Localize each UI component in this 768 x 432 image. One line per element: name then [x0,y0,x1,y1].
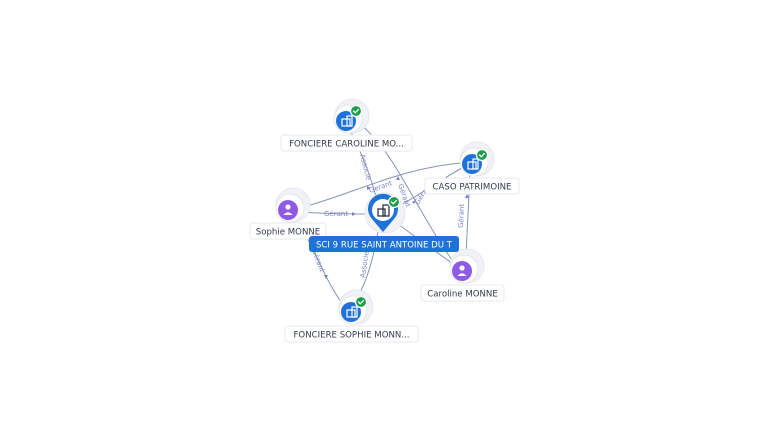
building-icon [341,115,353,127]
node-caroline-monne[interactable]: Caroline MONNE [420,248,505,302]
center-node[interactable]: SCI 9 RUE SAINT ANTOINE DU T [309,192,459,252]
node-sophie-monne[interactable]: Sophie MONNE [249,187,327,240]
building-icon [346,306,358,318]
node-fonciere-caroline[interactable]: FONCIERE CAROLINE MO... [280,98,413,152]
verified-badge [475,148,489,162]
node-label-box [424,177,520,195]
arrow-1 [352,212,356,216]
node-label: Sophie MONNE [256,228,321,238]
node-label-box [420,284,505,302]
node-label-box [280,134,413,152]
person-icon [283,204,293,215]
edge-arrows [324,176,469,279]
node-circle [278,200,298,220]
edge-label-associe-1: Associe [358,153,373,181]
edge-label-associe-2: Associe [359,251,371,278]
arrow-6 [465,194,469,198]
node-label: Caroline MONNE [427,290,498,300]
edge-label-gerant-2: Gérant [324,210,348,218]
arrow-4 [412,200,416,204]
verified-badge [387,195,401,209]
node-fonciere-sophie[interactable]: FONCIERE SOPHIE MONN... [284,289,419,343]
node-label: FONCIERE SOPHIE MONN... [293,331,409,341]
node-circle [452,261,472,281]
edge-sophie-caso [299,162,463,209]
person-icon [457,265,467,276]
building-icon [467,158,479,170]
node-label: CASO PATRIMOINE [432,183,511,193]
center-label-box [309,236,459,252]
center-label: SCI 9 RUE SAINT ANTOINE DU T [316,241,453,251]
node-caso-patrimoine[interactable]: CASO PATRIMOINE [424,141,520,195]
arrow-3 [396,176,400,180]
verified-badge [349,104,363,118]
node-label: FONCIERE CAROLINE MO... [289,140,404,150]
verified-badge [354,295,368,309]
node-label-box [284,325,419,343]
node-label-box [249,222,327,240]
arrow-5 [324,275,328,279]
edge-label-gerant-4: Gérant [457,203,466,228]
building-icon [377,204,390,217]
arrow-2 [367,186,371,190]
